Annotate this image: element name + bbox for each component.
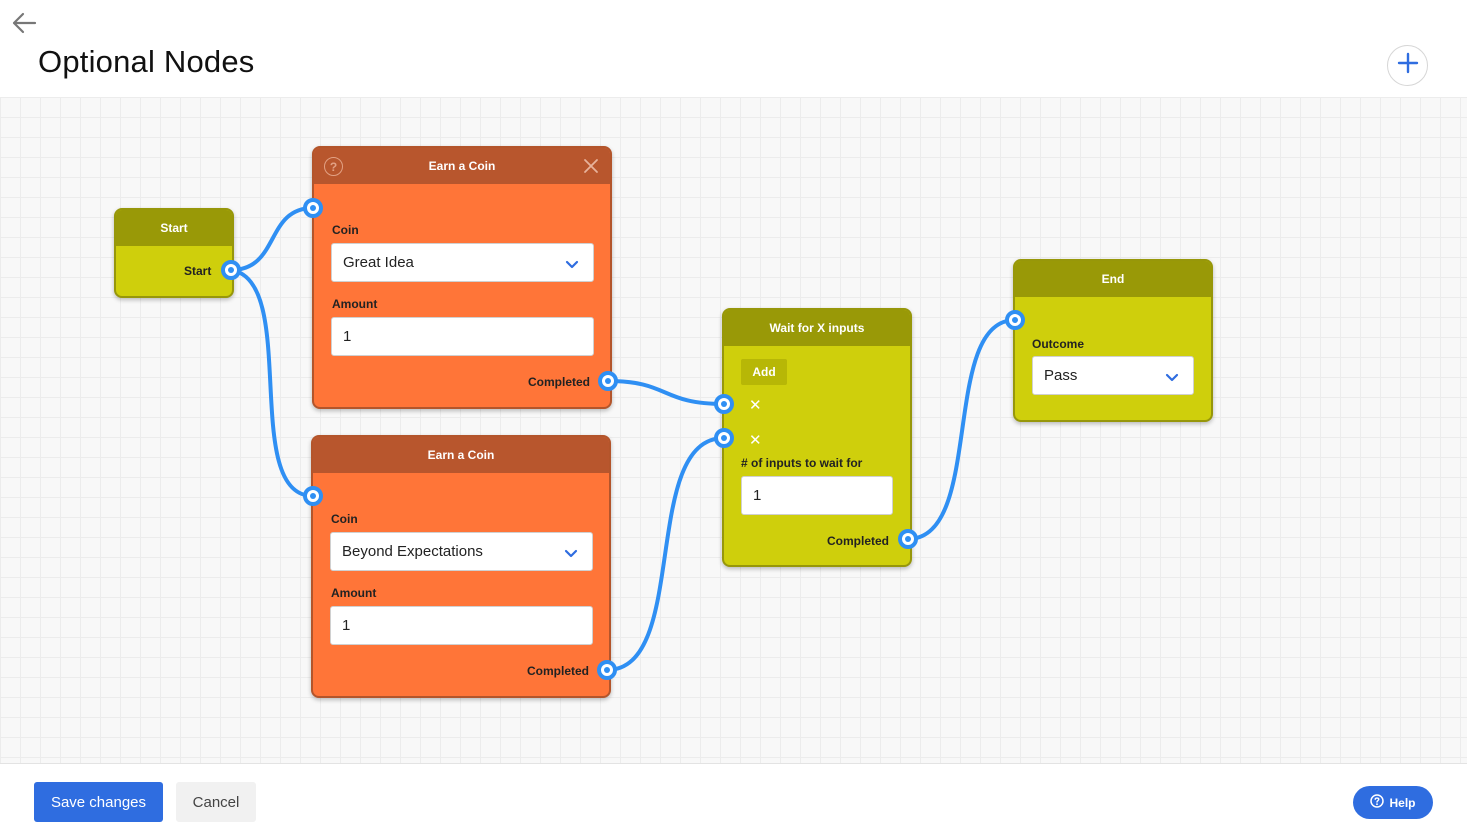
earn-coin-1-title: Earn a Coin [428, 159, 496, 173]
coin-select-value: Beyond Expectations [342, 543, 483, 560]
chevron-down-icon [565, 257, 579, 274]
plus-icon [1397, 52, 1419, 79]
add-input-button[interactable]: Add [741, 359, 787, 385]
help-label: Help [1389, 795, 1416, 810]
coin-select[interactable]: Beyond Expectations [330, 532, 593, 571]
cancel-button[interactable]: Cancel [176, 782, 256, 822]
inputs-count-input[interactable]: 1 [741, 476, 893, 515]
completed-output-label: Completed [526, 664, 589, 678]
save-changes-button[interactable]: Save changes [34, 782, 163, 822]
amount-label: Amount [331, 586, 377, 600]
end-node[interactable]: End Outcome Pass [1013, 259, 1213, 422]
earn-coin-node-2[interactable]: Earn a Coin Coin Beyond Expectations Amo… [311, 435, 611, 698]
amount-label: Amount [332, 297, 378, 311]
outcome-label: Outcome [1032, 337, 1085, 351]
remove-input-2-icon[interactable]: ✕ [749, 432, 762, 449]
remove-input-1-icon[interactable]: ✕ [749, 397, 762, 414]
wait-node-title: Wait for X inputs [724, 310, 910, 346]
coin2-output-port[interactable] [597, 660, 617, 680]
coin2-input-port[interactable] [303, 486, 323, 506]
coin-select[interactable]: Great Idea [331, 243, 594, 282]
footer-bar: Save changes Cancel Help [0, 763, 1467, 837]
wait-input-port-2[interactable] [714, 428, 734, 448]
completed-output-label: Completed [826, 534, 889, 548]
completed-output-label: Completed [527, 375, 590, 389]
coin1-output-port[interactable] [598, 371, 618, 391]
amount-input[interactable]: 1 [330, 606, 593, 645]
earn-coin-2-title: Earn a Coin [427, 448, 495, 462]
coin1-input-port[interactable] [303, 198, 323, 218]
wait-for-inputs-node[interactable]: Wait for X inputs Add ✕ ✕ # of inputs to… [722, 308, 912, 567]
wait-input-port-1[interactable] [714, 394, 734, 414]
chevron-down-icon [564, 546, 578, 563]
outcome-select[interactable]: Pass [1032, 356, 1194, 395]
back-arrow-icon[interactable] [10, 10, 38, 36]
earn-coin-node-1[interactable]: ? Earn a Coin Coin Great Idea Amount 1 C… [312, 146, 612, 409]
start-output-port[interactable] [221, 260, 241, 280]
end-input-port[interactable] [1005, 310, 1025, 330]
coin-select-value: Great Idea [343, 254, 414, 271]
inputs-count-value: 1 [753, 487, 762, 504]
coin-label: Coin [332, 223, 359, 237]
start-node-title: Start [116, 210, 232, 246]
end-node-title: End [1015, 261, 1211, 297]
add-node-button[interactable] [1387, 45, 1428, 86]
amount-input[interactable]: 1 [331, 317, 594, 356]
chevron-down-icon [1165, 370, 1179, 387]
help-button[interactable]: Help [1353, 786, 1433, 819]
start-output-label: Start [184, 264, 212, 278]
coin-label: Coin [331, 512, 358, 526]
page-title: Optional Nodes [38, 44, 255, 79]
wait-output-port[interactable] [898, 529, 918, 549]
question-circle-icon [1370, 794, 1385, 811]
close-icon[interactable] [582, 157, 600, 175]
inputs-count-label: # of inputs to wait for [741, 456, 863, 470]
start-node[interactable]: Start Start [114, 208, 234, 298]
outcome-select-value: Pass [1044, 367, 1078, 384]
amount-input-value: 1 [343, 328, 352, 345]
amount-input-value: 1 [342, 617, 351, 634]
node-help-icon[interactable]: ? [324, 157, 343, 176]
